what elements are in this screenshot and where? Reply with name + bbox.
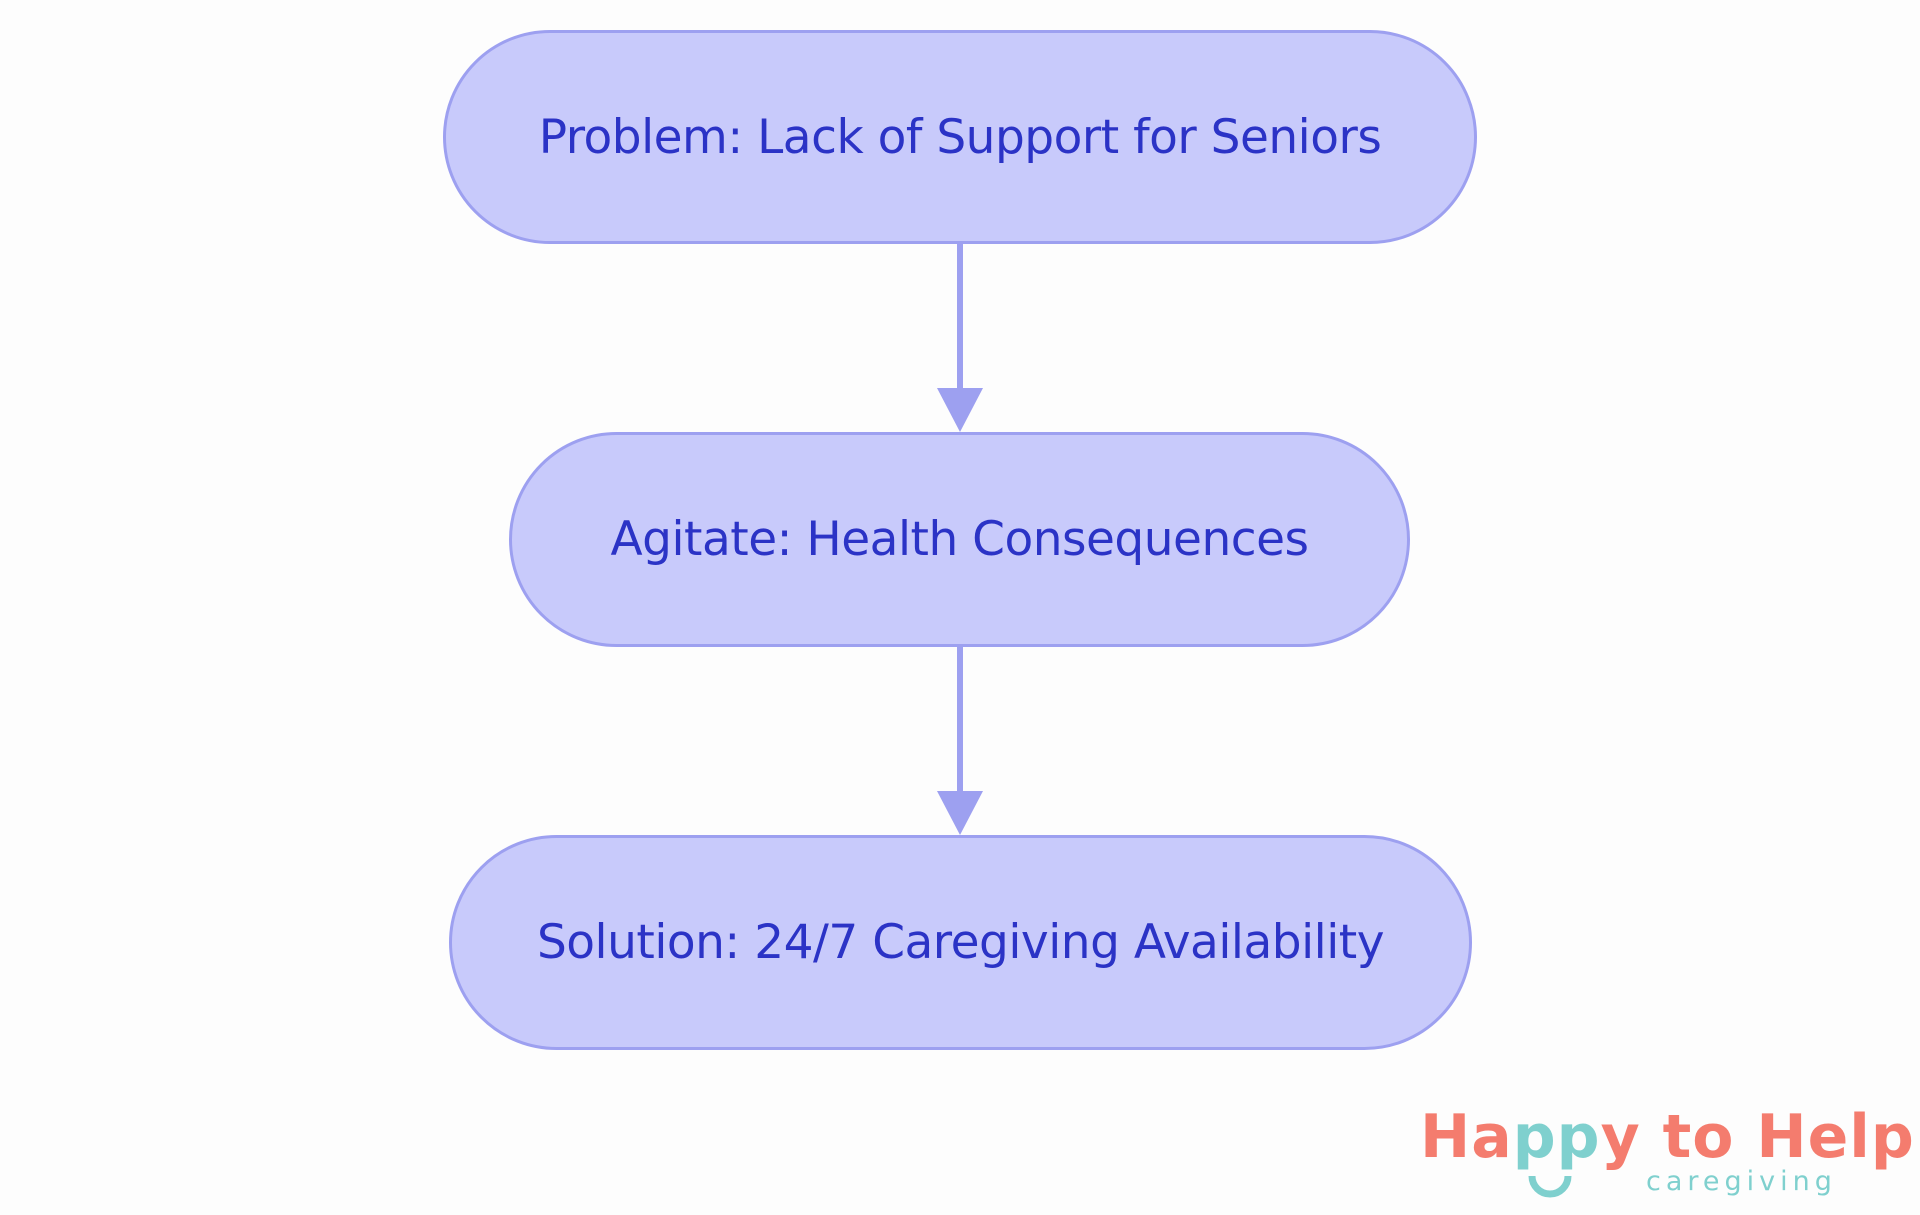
edge-agitate-to-solution <box>937 647 983 835</box>
node-agitate: Agitate: Health Consequences <box>509 432 1410 647</box>
edge-problem-to-agitate <box>937 244 983 432</box>
smile-icon <box>1528 1175 1572 1198</box>
logo-tagline: caregiving <box>1646 1166 1837 1197</box>
logo-text-part1: Ha <box>1420 1102 1513 1172</box>
node-problem-label: Problem: Lack of Support for Seniors <box>538 109 1382 165</box>
logo-text-part3: y to Help <box>1600 1102 1915 1172</box>
node-solution-label: Solution: 24/7 Caregiving Availability <box>536 915 1385 970</box>
node-agitate-label: Agitate: Health Consequences <box>610 512 1310 567</box>
node-problem: Problem: Lack of Support for Seniors <box>443 30 1477 244</box>
node-solution: Solution: 24/7 Caregiving Availability <box>449 835 1472 1050</box>
brand-logo: Happy to Help caregiving <box>1420 1100 1914 1210</box>
logo-wordmark: Happy to Help <box>1420 1102 1915 1172</box>
logo-text-part2: pp <box>1512 1102 1601 1172</box>
